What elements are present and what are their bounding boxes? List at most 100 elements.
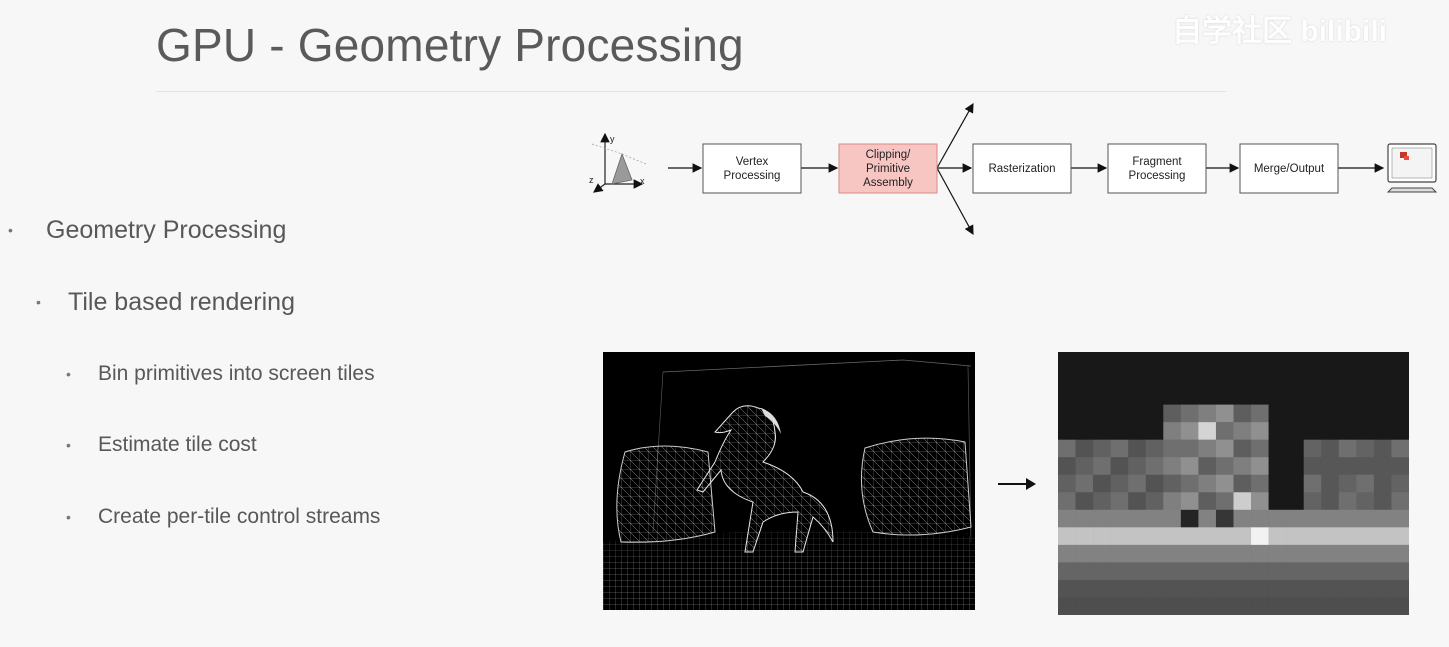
heatmap-tile [1356, 352, 1375, 370]
heatmap-tile [1321, 422, 1340, 440]
heatmap-tile [1268, 387, 1287, 405]
heatmap-tile [1321, 404, 1340, 423]
heatmap-tile [1163, 439, 1182, 458]
heatmap-tile [1251, 492, 1269, 511]
heatmap-tile [1093, 439, 1111, 458]
heatmap-tile [1093, 474, 1111, 493]
bullet-text: Tile based rendering [68, 288, 295, 316]
heatmap-tile [1145, 369, 1164, 388]
heatmap-tile [1251, 352, 1269, 370]
heatmap-tile [1128, 387, 1147, 405]
heatmap-tile [1110, 544, 1129, 563]
heatmap-tile [1180, 509, 1199, 528]
heatmap-tile [1233, 562, 1252, 581]
heatmap-tile [1391, 527, 1409, 546]
heatmap-tile [1180, 369, 1199, 388]
heatmap-tile [1268, 562, 1287, 581]
heatmap-tile [1128, 492, 1147, 511]
bullet-level3: • Bin primitives into screen tiles [66, 362, 375, 386]
heatmap-tile [1145, 527, 1164, 546]
heatmap-tile [1198, 387, 1217, 405]
heatmap-tile [1286, 579, 1304, 598]
heatmap-tile [1163, 474, 1182, 493]
heatmap-tile [1338, 544, 1357, 563]
heatmap-tile [1093, 457, 1111, 476]
heatmap-tile [1356, 544, 1375, 563]
heatmap-tile [1373, 597, 1392, 615]
bullet-dot-icon: • [66, 366, 71, 382]
heatmap-tile [1198, 579, 1217, 598]
heatmap-tile [1145, 474, 1164, 493]
heatmap-tile [1356, 387, 1375, 405]
stage-label: Merge/Output [1254, 163, 1325, 175]
heatmap-tile [1321, 597, 1340, 615]
heatmap-tile [1251, 509, 1269, 528]
heatmap-tile [1391, 509, 1409, 528]
heatmap-tile [1268, 457, 1287, 476]
heatmap-tile [1198, 457, 1217, 476]
heatmap-tile [1286, 352, 1304, 370]
heatmap-tile [1321, 527, 1340, 546]
bullet-dot-icon: • [36, 294, 41, 310]
heatmap-tile [1303, 387, 1322, 405]
heatmap-tile [1128, 527, 1147, 546]
heatmap-tile [1163, 597, 1182, 615]
heatmap-tile [1268, 352, 1287, 370]
heatmap-tile [1391, 457, 1409, 476]
heatmap-tile [1093, 387, 1111, 405]
heatmap-tile [1303, 457, 1322, 476]
heatmap-tile [1058, 439, 1076, 458]
heatmap-tile [1110, 404, 1129, 423]
heatmap-tile [1373, 509, 1392, 528]
heatmap-tile [1268, 404, 1287, 423]
heatmap-tile [1251, 387, 1269, 405]
heatmap-tile [1356, 422, 1375, 440]
heatmap-tile [1145, 579, 1164, 598]
heatmap-tile [1268, 509, 1287, 528]
heatmap-tile [1338, 369, 1357, 388]
heatmap-tile [1356, 457, 1375, 476]
heatmap-tile [1233, 422, 1252, 440]
heatmap-tile [1215, 422, 1234, 440]
heatmap-tile [1233, 439, 1252, 458]
bullet-dot-icon: • [8, 222, 13, 238]
heatmap-tile [1145, 597, 1164, 615]
heatmap-tile [1391, 439, 1409, 458]
heatmap-tile [1215, 509, 1234, 528]
heatmap-tile [1373, 579, 1392, 598]
axis-z-label: z [589, 175, 594, 185]
heatmap-tile [1215, 527, 1234, 546]
heatmap-tile [1145, 492, 1164, 511]
heatmap-tile [1321, 352, 1340, 370]
heatmap-tile [1198, 597, 1217, 615]
heatmap-tile [1356, 579, 1375, 598]
heatmap-tile [1303, 404, 1322, 423]
heatmap-tile [1356, 474, 1375, 493]
bullet-level2: • Tile based rendering [36, 288, 295, 317]
heatmap-tile [1391, 492, 1409, 511]
heatmap-tile [1075, 369, 1094, 388]
heatmap-tile [1215, 474, 1234, 493]
heatmap-tile [1093, 562, 1111, 581]
bullet-level3: • Create per-tile control streams [66, 505, 380, 529]
heatmap-tile [1286, 439, 1304, 458]
bullet-dot-icon: • [66, 509, 71, 525]
heatmap-tile [1233, 509, 1252, 528]
heatmap-tile [1145, 387, 1164, 405]
heatmap-tile [1163, 369, 1182, 388]
heatmap-tile [1058, 422, 1076, 440]
heatmap-tile [1075, 457, 1094, 476]
heatmap-tile [1303, 597, 1322, 615]
heatmap-tile [1058, 527, 1076, 546]
heatmap-tile [1058, 562, 1076, 581]
heatmap-tile [1338, 597, 1357, 615]
heatmap-tile [1391, 404, 1409, 423]
stage-fragment-processing: Fragment Processing [1107, 143, 1207, 194]
heatmap-tile [1093, 579, 1111, 598]
heatmap-tile [1128, 579, 1147, 598]
heatmap-tile [1338, 457, 1357, 476]
heatmap-tile [1391, 369, 1409, 388]
heatmap-tile [1145, 457, 1164, 476]
axis-x-label: x [640, 176, 645, 186]
heatmap-tile [1286, 527, 1304, 546]
